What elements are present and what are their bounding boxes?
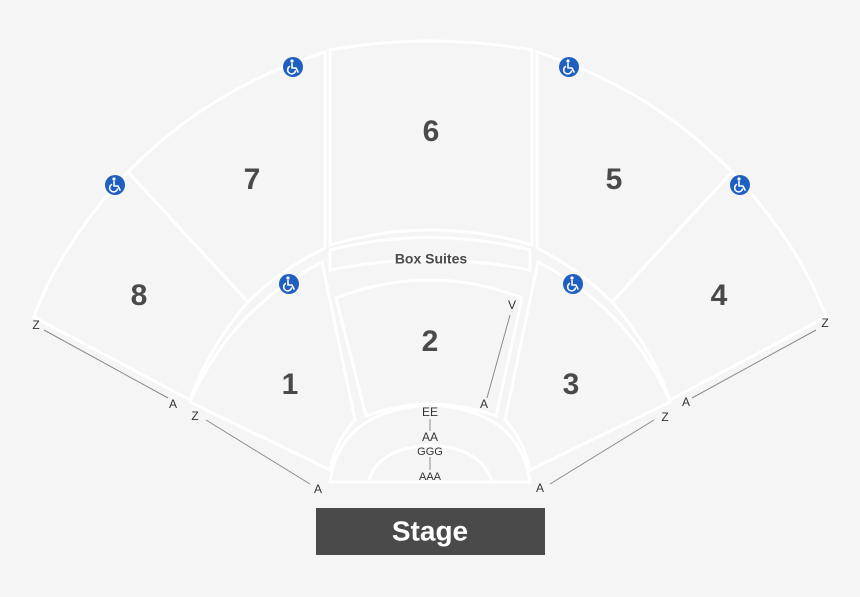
section-6-label: 6: [423, 115, 440, 148]
row-label-right-inner-a: A: [536, 481, 544, 495]
left-outer-aisle-line: [43, 329, 169, 399]
stage-label: Stage: [392, 515, 468, 546]
section-3[interactable]: [503, 259, 672, 473]
wheelchair-icon[interactable]: [563, 274, 583, 294]
wheelchair-icon-wheel: [562, 65, 573, 75]
wheelchair-icon-head: [566, 59, 570, 63]
wheelchair-icon[interactable]: [559, 57, 579, 77]
wheelchair-icon-wheel: [566, 282, 577, 292]
section-2[interactable]: [334, 278, 524, 418]
row-label-right-outer-a: A: [682, 395, 690, 409]
wheelchair-icon-head: [737, 177, 741, 181]
wheelchair-icon-body: [567, 62, 575, 73]
row-label-pit-ggg: GGG: [417, 446, 443, 458]
wheelchair-icon-body: [738, 180, 746, 191]
section-2-label: 2: [422, 325, 439, 358]
right-inner-aisle-line: [549, 419, 655, 485]
section-5-label: 5: [606, 163, 623, 196]
wheelchair-icon[interactable]: [279, 274, 299, 294]
row-label-pit-ee: EE: [422, 405, 438, 419]
wheelchair-icon-body: [287, 279, 295, 290]
section-7-label: 7: [244, 163, 261, 196]
row-label-center-v: V: [508, 298, 516, 312]
stage-block: [316, 508, 545, 555]
center-aisle-line: [486, 314, 511, 399]
row-label-pit-aaa: AAA: [419, 471, 442, 483]
wheelchair-icon-wheel: [108, 183, 119, 193]
wheelchair-icon-wheel: [282, 282, 293, 292]
stage: Stage: [316, 508, 545, 555]
section-5[interactable]: [535, 49, 735, 305]
wheelchair-icon[interactable]: [283, 57, 303, 77]
wheelchair-icon-body: [291, 62, 299, 73]
wheelchair-icon-body: [571, 279, 579, 290]
section-1[interactable]: [188, 259, 357, 473]
section-4-label: 4: [711, 279, 728, 312]
box-suites-label: Box Suites: [395, 251, 468, 267]
wheelchair-icon[interactable]: [730, 175, 750, 195]
row-label-pit-aa: AA: [422, 430, 438, 444]
row-label-right-outer-z: Z: [821, 316, 828, 330]
wheelchair-icon-head: [112, 177, 116, 181]
section-1-label: 1: [282, 368, 299, 401]
row-label-right-inner-z: Z: [661, 410, 668, 424]
wheelchair-icon-head: [290, 59, 294, 63]
row-label-left-outer-a: A: [169, 397, 177, 411]
wheelchair-icon-wheel: [286, 65, 297, 75]
box-suites[interactable]: [328, 236, 532, 272]
row-label-left-inner-a: A: [314, 482, 322, 496]
section-3-label: 3: [563, 368, 580, 401]
wheelchair-icon-wheel: [733, 183, 744, 193]
section-4[interactable]: [609, 169, 828, 403]
row-label-left-outer-z: Z: [32, 318, 39, 332]
accessibility-markers: [105, 57, 750, 294]
row-label-center-a: A: [480, 397, 488, 411]
wheelchair-icon-head: [570, 276, 574, 280]
section-7[interactable]: [125, 49, 327, 305]
row-label-left-inner-z: Z: [191, 409, 198, 423]
wheelchair-icon[interactable]: [105, 175, 125, 195]
left-inner-aisle-line: [205, 419, 311, 485]
wheelchair-icon-body: [113, 180, 121, 191]
section-6[interactable]: [328, 39, 534, 248]
wheelchair-icon-head: [286, 276, 290, 280]
right-outer-aisle-line: [691, 329, 817, 399]
section-8-label: 8: [131, 279, 148, 312]
